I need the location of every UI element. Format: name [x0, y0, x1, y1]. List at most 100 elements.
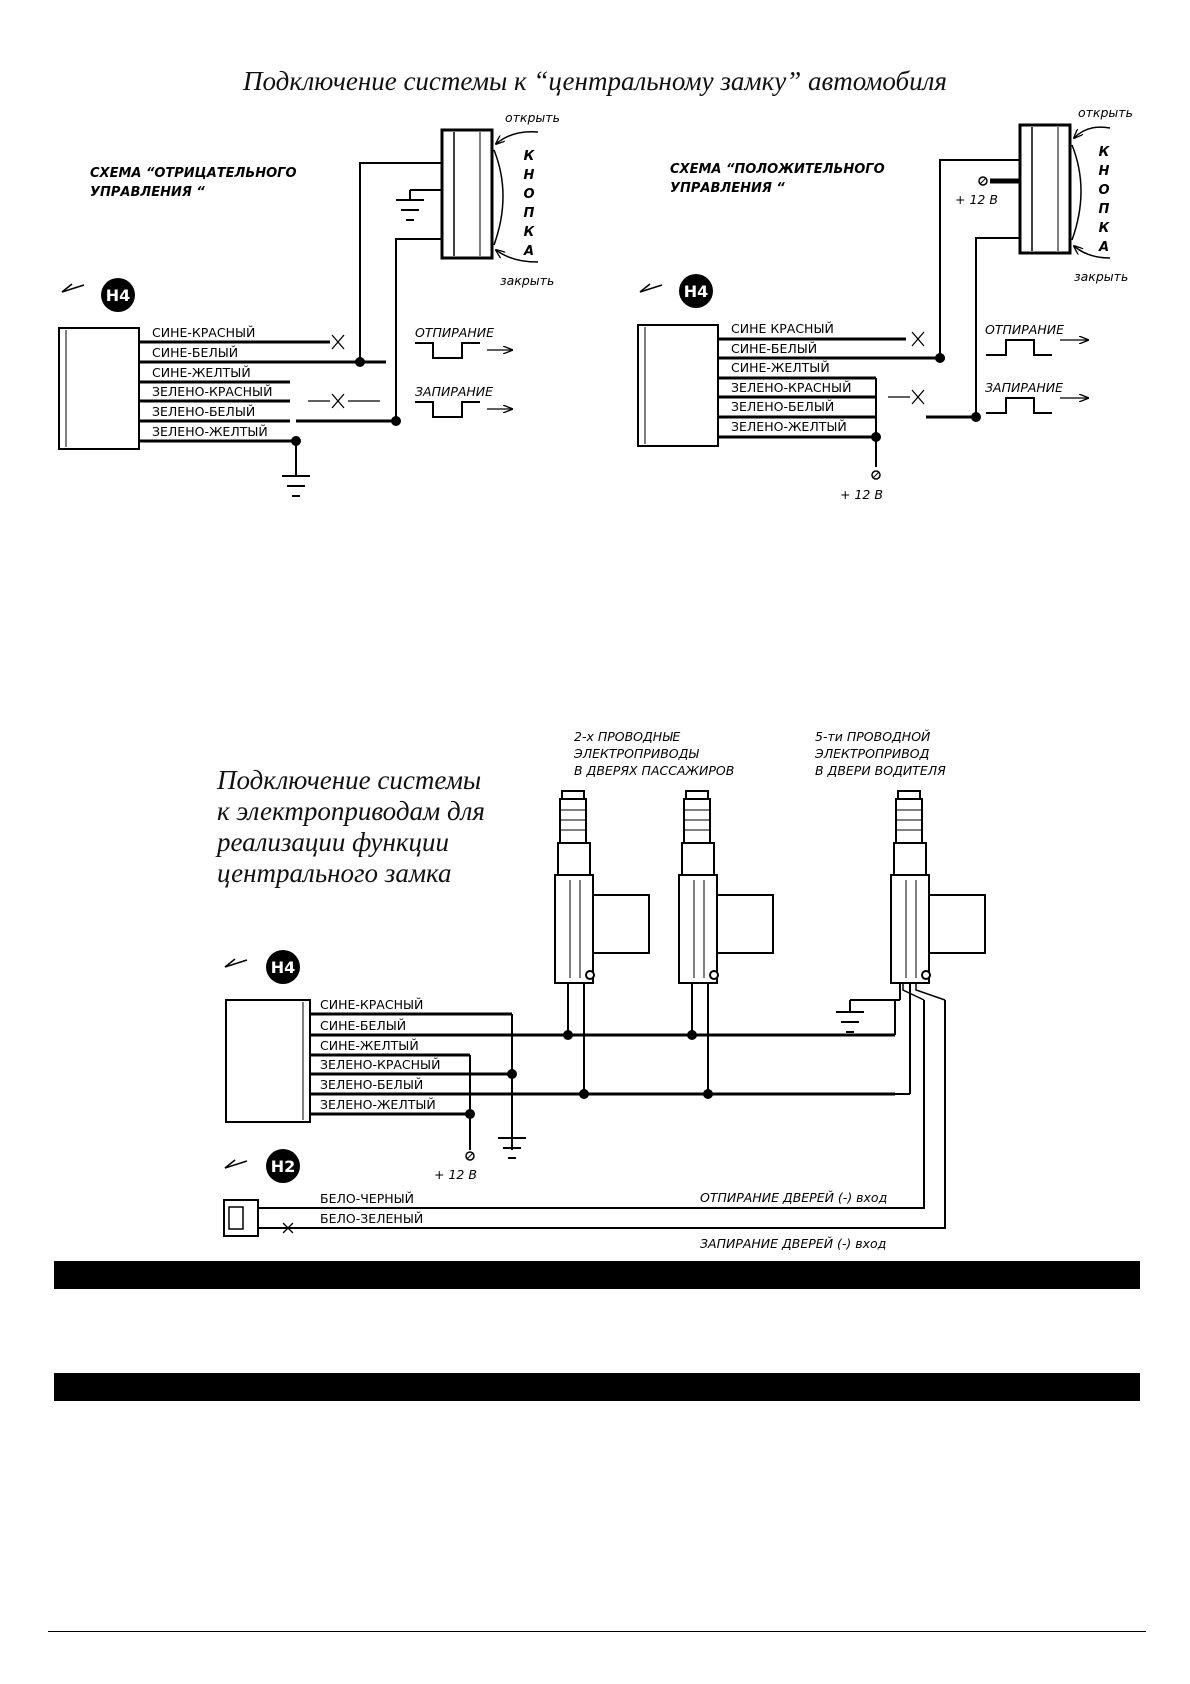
footer-rule — [48, 1631, 1146, 1632]
negative-scheme-label-line1: СХЕМА “ОТРИЦАТЕЛЬНОГО — [90, 166, 297, 181]
unlock-pulse — [986, 339, 1052, 356]
bottom-title-line-2: к электроприводам для — [217, 796, 485, 826]
ground-symbol-icon — [396, 189, 442, 221]
wire-label-blue-white: СИНЕ-БЕЛЫЙ — [731, 341, 817, 356]
connector-arrow-icon — [224, 958, 248, 968]
wire-label-white-black: БЕЛО-ЧЕРНЫЙ — [320, 1191, 414, 1206]
button-letter-4: П — [1099, 202, 1110, 217]
close-arrow-icon — [1074, 246, 1111, 259]
door-unlock-input-label: ОТПИРАНИЕ ДВЕРЕЙ (-) вход — [700, 1190, 887, 1205]
actuator-motor-icon — [554, 790, 650, 984]
open-label: открыть — [505, 110, 560, 125]
five-wire-caption-line1: 5-ти ПРОВОДНОЙ — [815, 729, 931, 744]
plus12-terminal-icon — [465, 1151, 475, 1161]
unlock-signal-label: ОТПИРАНИЕ — [985, 322, 1064, 337]
button-letter-2: Н — [1099, 164, 1110, 179]
wire-label-green-yellow: ЗЕЛЕНО-ЖЕЛТЫЙ — [152, 424, 268, 439]
five-wire-caption-line3: В ДВЕРИ ВОДИТЕЛЯ — [815, 763, 946, 778]
wire-label-green-red: ЗЕЛЕНО-КРАСНЫЙ — [152, 384, 272, 399]
wire-label-white-green: БЕЛО-ЗЕЛЕНЫЙ — [320, 1211, 423, 1226]
wire-label-green-white: ЗЕЛЕНО-БЕЛЫЙ — [152, 404, 255, 419]
h4-badge-label: H4 — [684, 282, 709, 301]
two-wire-caption-line2: ЭЛЕКТРОПРИВОДЫ — [573, 746, 699, 761]
button-letter-5: К — [1099, 221, 1111, 236]
unlock-signal-label: ОТПИРАНИЕ — [415, 325, 494, 340]
negative-scheme-label-line2: УПРАВЛЕНИЯ “ — [90, 185, 205, 200]
button-letter-3: О — [1098, 183, 1109, 198]
plus12-label: + 12 В — [840, 487, 883, 502]
wire-label-green-red: ЗЕЛЕНО-КРАСНЫЙ — [320, 1057, 440, 1072]
ground-symbol-icon — [282, 475, 310, 497]
h2-connector-body — [223, 1199, 259, 1237]
lock-signal-label: ЗАПИРАНИЕ — [985, 380, 1063, 395]
button-letter-3: О — [523, 187, 534, 202]
open-arrow-icon — [1074, 126, 1111, 138]
h2-badge-label: H2 — [271, 1157, 296, 1176]
two-wire-caption-line3: В ДВЕРЯХ ПАССАЖИРОВ — [574, 763, 734, 778]
lock-signal-label: ЗАПИРАНИЕ — [415, 384, 493, 399]
positive-scheme-label-line1: СХЕМА “ПОЛОЖИТЕЛЬНОГО — [670, 162, 885, 177]
h4-badge-icon — [101, 278, 135, 312]
button-letter-2: Н — [524, 168, 535, 183]
close-label: закрыть — [500, 273, 554, 288]
button-letter-6: А — [1098, 240, 1109, 255]
positive-scheme-label-line2: УПРАВЛЕНИЯ “ — [670, 181, 785, 196]
open-arrow-icon — [496, 131, 539, 144]
section-divider-bar — [54, 1373, 1140, 1401]
top-diagram-title: Подключение системы к “центральному замк… — [243, 66, 947, 96]
section-divider-bar — [54, 1261, 1140, 1289]
driver-actuator-motor-icon — [890, 790, 986, 984]
h4-badge-icon — [679, 274, 713, 308]
wire-label-green-white: ЗЕЛЕНО-БЕЛЫЙ — [320, 1077, 423, 1092]
button-letter-6: А — [523, 244, 534, 259]
wire-label-blue-yellow: СИНЕ-ЖЕЛТЫЙ — [731, 360, 830, 375]
wire-label-green-yellow: ЗЕЛЕНО-ЖЕЛТЫЙ — [731, 419, 847, 434]
connector-arrow-icon — [639, 283, 663, 293]
button-letter-1: К — [1099, 145, 1111, 160]
h4-connector-body — [637, 324, 719, 447]
button-letter-5: К — [524, 225, 536, 240]
wire-label-blue-red: СИНЕ-КРАСНЫЙ — [320, 997, 423, 1012]
h2-badge-icon — [266, 1149, 300, 1183]
door-button — [1018, 123, 1082, 255]
button-letter-4: П — [524, 206, 535, 221]
button-letter-1: К — [524, 149, 536, 164]
connector-arrow-icon — [224, 1159, 248, 1169]
actuator-scheme: 2-х ПРОВОДНЫЕ ЭЛЕКТРОПРИВОДЫ В ДВЕРЯХ ПА… — [223, 729, 986, 1251]
plus12-terminal-icon — [978, 176, 1020, 186]
wire-label-green-white: ЗЕЛЕНО-БЕЛЫЙ — [731, 399, 834, 414]
h4-badge-icon — [266, 950, 300, 984]
lock-pulse — [415, 401, 480, 418]
close-label: закрыть — [1074, 269, 1128, 284]
negative-control-scheme: СХЕМА “ОТРИЦАТЕЛЬНОГО УПРАВЛЕНИЯ “ H4 — [58, 110, 560, 497]
ground-symbol-icon — [836, 1000, 864, 1033]
wire-label-blue-white: СИНЕ-БЕЛЫЙ — [320, 1018, 406, 1033]
wire-label-green-yellow: ЗЕЛЕНО-ЖЕЛТЫЙ — [320, 1097, 436, 1112]
two-wire-caption-line1: 2-х ПРОВОДНЫЕ — [574, 729, 680, 744]
lock-pulse — [986, 397, 1052, 414]
wire-label-blue-red: СИНЕ-КРАСНЫЙ — [152, 325, 255, 340]
plus12-label: + 12 В — [955, 192, 998, 207]
bottom-title-line-1: Подключение системы — [217, 765, 482, 795]
wire-label-blue-white: СИНЕ-БЕЛЫЙ — [152, 345, 238, 360]
plus12-label: + 12 В — [434, 1167, 477, 1182]
wire-label-blue-yellow: СИНЕ-ЖЕЛТЫЙ — [320, 1038, 419, 1053]
door-lock-input-label: ЗАПИРАНИЕ ДВЕРЕЙ (-) вход — [700, 1236, 886, 1251]
ground-symbol-icon — [498, 1137, 526, 1159]
h4-connector-body — [225, 999, 311, 1123]
h4-badge-label: H4 — [271, 958, 296, 977]
door-button — [440, 128, 504, 260]
open-label: открыть — [1078, 105, 1133, 120]
wire-label-green-red: ЗЕЛЕНО-КРАСНЫЙ — [731, 380, 851, 395]
unlock-pulse — [415, 342, 480, 359]
bottom-diagram-title: Подключение системы к электроприводам дл… — [217, 765, 577, 889]
h4-badge-label: H4 — [106, 286, 131, 305]
bottom-title-line-4: центрального замка — [217, 858, 452, 888]
plus12-terminal-icon — [871, 470, 881, 480]
close-arrow-icon — [496, 250, 539, 263]
bottom-title-line-3: реализации функции — [217, 827, 449, 857]
wire-label-blue-yellow: СИНЕ-ЖЕЛТЫЙ — [152, 365, 251, 380]
actuator-motor-icon — [678, 790, 774, 984]
